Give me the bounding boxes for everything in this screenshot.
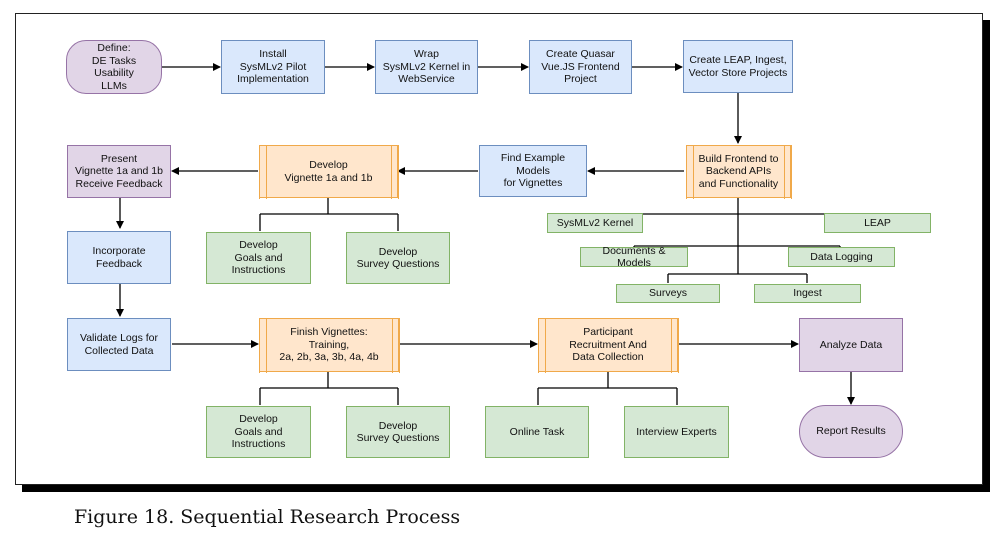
report-results-node: Report Results <box>799 405 903 458</box>
present-vignette-node: Present Vignette 1a and 1b Receive Feedb… <box>67 145 171 198</box>
incorporate-feedback-node: Incorporate Feedback <box>67 231 171 284</box>
branch-participant-subtasks <box>537 372 678 405</box>
wrap-kernel-node: Wrap SysMLv2 Kernel in WebService <box>375 40 478 94</box>
define-node: Define: DE Tasks Usability LLMs <box>66 40 162 94</box>
online-task-node: Online Task <box>485 406 589 458</box>
analyze-data-node: Analyze Data <box>799 318 903 372</box>
branch-finish-subtasks <box>259 372 399 405</box>
create-leap-projects-node: Create LEAP, Ingest, Vector Store Projec… <box>683 40 793 93</box>
build-frontend-node: Build Frontend to Backend APIs and Funct… <box>685 144 792 199</box>
branch-build-components <box>594 198 877 283</box>
create-quasar-node: Create Quasar Vue.JS Frontend Project <box>529 40 632 94</box>
branch-vignette-subtasks <box>259 198 399 231</box>
validate-logs-node: Validate Logs for Collected Data <box>67 318 171 371</box>
find-example-models-node: Find Example Models for Vignettes <box>479 145 587 197</box>
sysml-kernel-node: SysMLv2 Kernel <box>547 213 643 233</box>
install-pilot-node: Install SysMLv2 Pilot Implementation <box>221 40 325 94</box>
documents-models-node: Documents & Models <box>580 245 688 269</box>
finish-vignettes-node: Finish Vignettes: Training, 2a, 2b, 3a, … <box>258 317 400 373</box>
develop-vignette-1-node: Develop Vignette 1a and 1b <box>258 144 399 199</box>
participant-recruitment-node: Participant Recruitment And Data Collect… <box>537 317 679 373</box>
data-logging-node: Data Logging <box>788 247 895 267</box>
figure-caption: Figure 18. Sequential Research Process <box>74 506 461 528</box>
develop-survey-node-2: Develop Survey Questions <box>346 406 450 458</box>
surveys-node: Surveys <box>616 284 720 303</box>
develop-goals-node-1: Develop Goals and Instructions <box>206 232 311 284</box>
leap-node: LEAP <box>824 213 931 233</box>
develop-survey-node-1: Develop Survey Questions <box>346 232 450 284</box>
develop-goals-node-2: Develop Goals and Instructions <box>206 406 311 458</box>
ingest-node: Ingest <box>754 284 861 303</box>
interview-experts-node: Interview Experts <box>624 406 729 458</box>
